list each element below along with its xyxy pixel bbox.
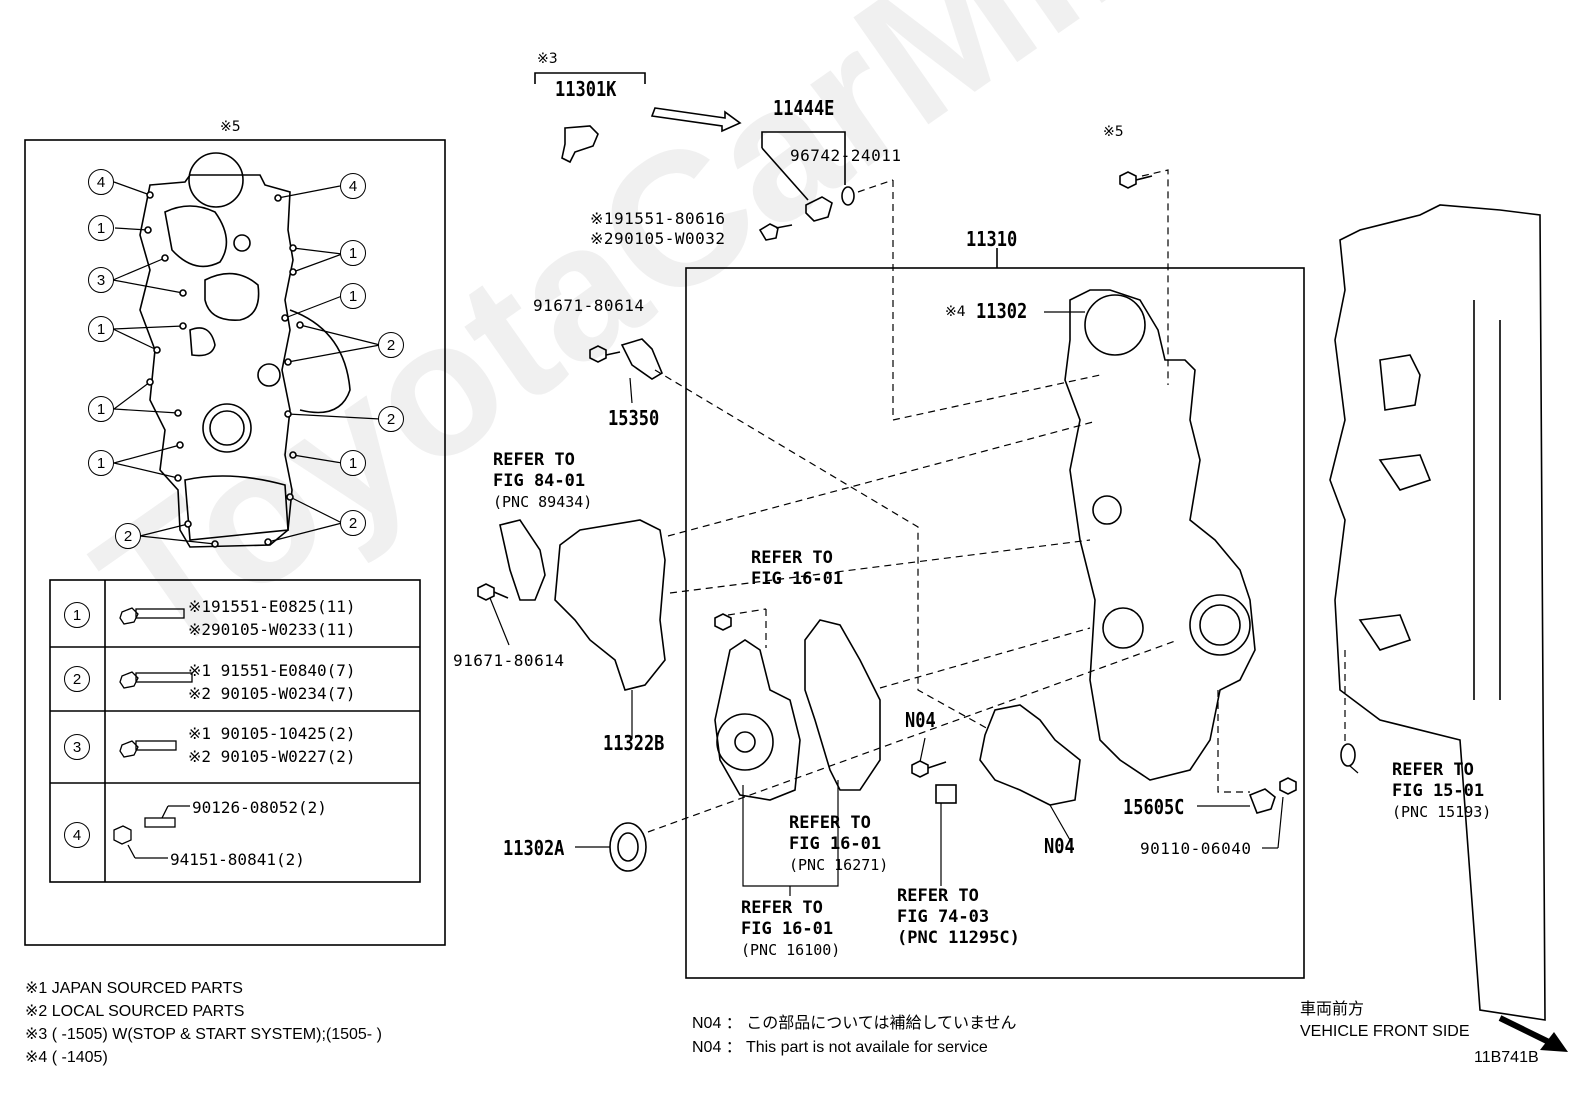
footnote-1: ※1 JAPAN SOURCED PARTS	[25, 980, 243, 997]
footnote-4: ※4 ( -1405)	[25, 1049, 108, 1066]
part-91671-80614-top: 91671-80614	[533, 296, 645, 315]
callout-4: 4	[340, 173, 366, 199]
part-11444E: 11444E	[773, 96, 835, 120]
table-row-2-line-1: ※1 91551-E0840(7)	[188, 661, 356, 680]
table-num-3: 3	[64, 734, 90, 760]
sensor-11301K	[561, 125, 599, 164]
callout-3: 3	[88, 267, 114, 293]
table-row-3-line-2: ※2 90105-W0227(2)	[188, 747, 356, 766]
callout-1: 1	[88, 316, 114, 342]
cover-frame-11310	[685, 267, 1305, 979]
callout-1: 1	[340, 240, 366, 266]
callout-1: 1	[88, 450, 114, 476]
cover-11322B	[554, 519, 666, 691]
callout-2: 2	[115, 523, 141, 549]
part-91671-80614-bottom: 91671-80614	[453, 651, 565, 670]
part-N04: N04	[1044, 834, 1075, 858]
seal-11302A	[609, 822, 647, 872]
table-row-1-line-2: ※290105-W0233(11)	[188, 620, 356, 639]
part-90110-06040: 90110-06040	[1140, 839, 1252, 858]
left-panel-frame	[24, 139, 446, 946]
table-row-2-line-2: ※2 90105-W0234(7)	[188, 684, 356, 703]
panel-note-mark: ※5	[220, 119, 241, 135]
table-row-3-line-1: ※1 90105-10425(2)	[188, 724, 356, 743]
note-n04-en: N04 ： This part is not availale for serv…	[692, 1039, 988, 1056]
part-11301K: 11301K	[555, 77, 617, 101]
table-row-1-line-1: ※191551-E0825(11)	[188, 597, 356, 616]
part-N04	[979, 704, 1081, 806]
note-n04-jp: N04 ： この部品については補給していません	[692, 1015, 1017, 1032]
callout-2: 2	[378, 332, 404, 358]
part-11302: 11302	[976, 299, 1028, 323]
bolt-table	[49, 579, 421, 883]
part-91551-80616: ※191551-80616	[590, 209, 726, 228]
table-num-4: 4	[64, 822, 90, 848]
direction-en: VEHICLE FRONT SIDE	[1300, 1023, 1470, 1040]
part-N04-bolt: N04	[905, 708, 936, 732]
table-num-1: 1	[64, 602, 90, 628]
figure-code: 11B741B	[1474, 1049, 1539, 1066]
part-11302-note: ※4	[945, 304, 966, 320]
part-15605C: 15605C	[1123, 795, 1185, 819]
part-15350: 15350	[608, 406, 660, 430]
part-11310: 11310	[966, 227, 1018, 251]
engine-block	[1329, 204, 1546, 1021]
callout-1: 1	[340, 450, 366, 476]
left-cover-outline	[139, 174, 294, 548]
footnote-3: ※3 ( -1505) W(STOP & START SYSTEM);(1505…	[25, 1026, 382, 1043]
callout-1: 1	[88, 215, 114, 241]
part-11302A: 11302A	[503, 836, 565, 860]
table-row-4-line-2: 94151-80841(2)	[170, 850, 305, 869]
bolt-note: ※5	[1103, 124, 1124, 140]
part-11301K-note: ※3	[537, 51, 558, 67]
table-num-2: 2	[64, 666, 90, 692]
callout-2: 2	[340, 510, 366, 536]
callout-1: 1	[340, 283, 366, 309]
part-90105-W0032: ※290105-W0032	[590, 229, 726, 248]
callout-4: 4	[88, 169, 114, 195]
footnote-2: ※2 LOCAL SOURCED PARTS	[25, 1003, 245, 1020]
front-arrow-icon	[1498, 1015, 1568, 1052]
part-96742-24011: 96742-24011	[790, 146, 902, 165]
callout-2: 2	[378, 406, 404, 432]
direction-jp: 車両前方	[1300, 1001, 1365, 1018]
table-row-4-line-1: 90126-08052(2)	[192, 798, 327, 817]
timing-cover-11302	[1064, 289, 1256, 781]
callout-1: 1	[88, 396, 114, 422]
part-11322B: 11322B	[603, 731, 665, 755]
